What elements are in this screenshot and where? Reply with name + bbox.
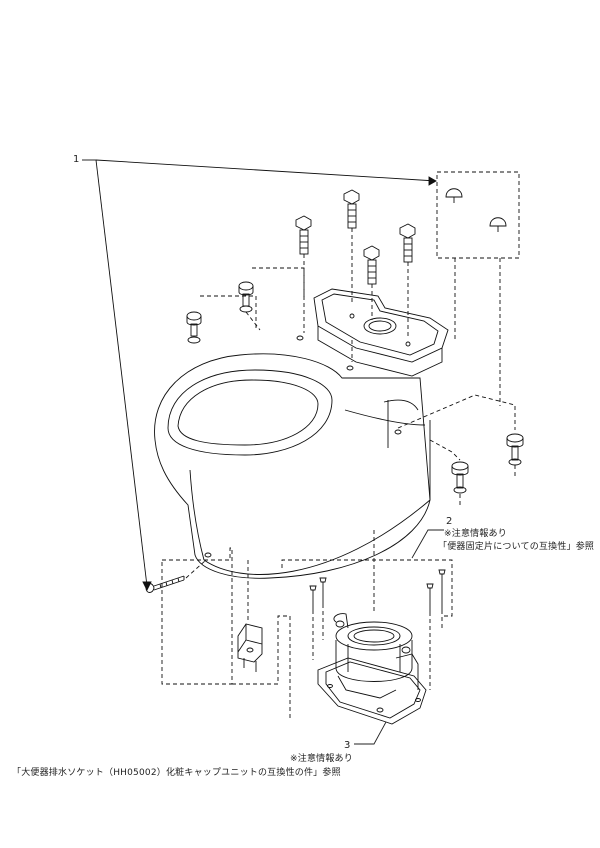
toilet-bowl xyxy=(154,353,431,579)
seat-fasteners-left xyxy=(186,281,254,344)
callout-2-note: ※注意情報あり xyxy=(444,529,507,539)
caps-group-box xyxy=(436,171,520,259)
tank-bolts xyxy=(295,189,416,285)
side-bolt xyxy=(145,575,185,593)
screws xyxy=(309,569,446,612)
callout-3-note: ※注意情報あり xyxy=(290,754,353,764)
bolt-caps xyxy=(445,188,507,232)
callout-1-number: 1 xyxy=(73,154,80,165)
mounting-holes xyxy=(204,335,402,558)
drain-group-box xyxy=(281,559,453,617)
fixing-bracket xyxy=(237,623,263,672)
tank-deck xyxy=(313,288,449,377)
callout-2-number: 2 xyxy=(446,516,453,527)
callout-3-number: 3 xyxy=(344,740,351,751)
callout-3-reference: 「大便器排水ソケット（HH05002）化粧キャップユニットの互換性の件」参照 xyxy=(12,768,341,778)
bracket-group-box xyxy=(161,547,233,685)
drain-socket xyxy=(317,613,427,725)
seat-fasteners-right xyxy=(451,433,524,494)
leader-lines-part1 xyxy=(82,159,437,592)
callout-2-reference: 「便器固定片についての互換性」参照 xyxy=(438,542,595,552)
